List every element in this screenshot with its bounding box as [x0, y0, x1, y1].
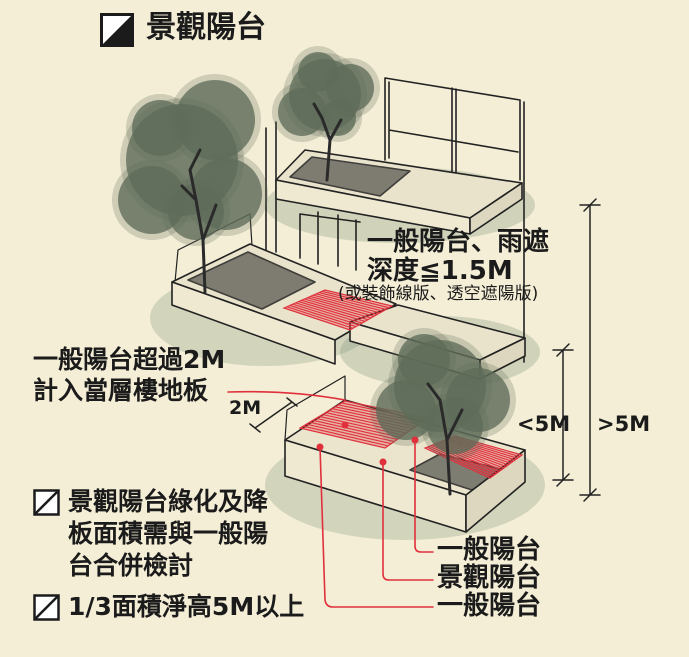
page-title: 景觀陽台: [146, 10, 266, 45]
tree-right: [370, 328, 516, 496]
lower-glass-railing: [284, 375, 346, 441]
slashed-square-icon: [33, 594, 60, 621]
icon-slash: [34, 490, 59, 515]
leader-dot: [411, 436, 419, 444]
hatch-line: [301, 299, 369, 321]
upper-window-frame: [384, 77, 521, 181]
foliage: [168, 184, 224, 240]
dimension-lt-5m-label: <5M: [517, 412, 571, 436]
canopy-note: (或裝飾線版、透空遮陽版): [338, 284, 539, 304]
leader-over-2m: [227, 390, 346, 401]
hatch-fill: [282, 289, 394, 331]
legend-item-clear-height: 1/3面積淨高5M以上: [68, 591, 304, 623]
leader-general-balcony-bottom: [319, 446, 434, 608]
hatch-line: [286, 306, 354, 329]
tree-left: [112, 74, 268, 294]
hatch-line: [304, 298, 372, 319]
hatch-line: [429, 445, 495, 476]
hatch-line: [306, 423, 392, 445]
hatch-line: [303, 425, 389, 447]
dimension-gt-5m: [579, 198, 601, 502]
foliage: [175, 80, 255, 160]
hatch-line: [295, 302, 363, 324]
dimension-lines: [249, 198, 601, 502]
tree-trunk: [426, 382, 464, 496]
upper-balcony-side: [469, 182, 523, 235]
leader-lines: [227, 390, 434, 608]
dimension-2m: [249, 397, 298, 433]
hatch-line: [319, 292, 387, 310]
callout-general-balcony-top: 一般陽台: [437, 535, 542, 565]
foliage: [320, 100, 356, 136]
foliage: [298, 52, 338, 92]
middle-window-frame: [299, 211, 361, 271]
hatch-line: [292, 303, 360, 326]
hatch-line: [289, 304, 357, 328]
trees: [112, 46, 516, 496]
building-frame: [265, 77, 525, 363]
tree-trunk: [312, 102, 343, 182]
foliage: [376, 380, 436, 440]
tree-upper: [272, 46, 380, 182]
callout-general-balcony-bottom: 一般陽台: [437, 591, 542, 621]
leader-dots: [316, 421, 419, 466]
tree-trunk: [180, 148, 218, 294]
middle-balcony-front: [171, 281, 336, 365]
legend-line: 板面積需與一般陽: [68, 519, 269, 548]
icon-slash: [34, 595, 59, 620]
leader-dot: [379, 458, 387, 466]
leader-landscape-balcony: [382, 461, 434, 581]
leader-general-balcony-top: [414, 439, 434, 553]
legend-line: 台合併檢討: [68, 551, 194, 580]
middle-planter-soil: [187, 251, 316, 310]
legend-line: 1/3面積淨高5M以上: [68, 592, 305, 621]
canopy-depth-label: 一般陽台、雨遮: [367, 227, 550, 257]
hatch-line: [313, 294, 381, 314]
red-hatched-area: [282, 289, 394, 331]
legend-line: 景觀陽台綠化及降: [68, 487, 269, 516]
icon-fill: [101, 14, 133, 46]
dimension-lt-5m: [552, 343, 574, 487]
canopy-depth-value: 深度≦1.5M: [367, 256, 513, 286]
dimension-2m-label: 2M: [229, 397, 262, 419]
legend-item-greening: 景觀陽台綠化及降 板面積需與一般陽 台合併檢討: [68, 486, 268, 582]
half-filled-square-icon: [100, 13, 134, 47]
dimension-gt-5m-label: >5M: [597, 412, 651, 436]
upper-planter-soil: [289, 156, 411, 197]
leader-dot: [341, 421, 349, 429]
upper-balcony: [275, 149, 523, 235]
foliage: [132, 100, 188, 156]
slashed-square-icon: [33, 489, 60, 516]
foliage: [398, 334, 450, 386]
hatch-line: [426, 446, 493, 477]
callout-landscape-balcony: 景觀陽台: [437, 563, 542, 593]
hatch-line: [307, 297, 375, 317]
lower-balcony-side: [465, 449, 526, 533]
hatch-line: [316, 293, 384, 312]
hatch-line: [321, 290, 390, 309]
over-2m-label: 一般陽台超過2M: [33, 345, 226, 374]
over-2m-rule: 計入當層樓地板: [33, 376, 209, 405]
hatch-line: [312, 419, 398, 440]
hatch-line: [310, 295, 378, 316]
leader-dot: [316, 443, 324, 451]
hatch-line: [309, 421, 395, 443]
hatch-line: [298, 301, 366, 322]
foliage: [278, 88, 326, 136]
hatch-line: [315, 417, 401, 438]
